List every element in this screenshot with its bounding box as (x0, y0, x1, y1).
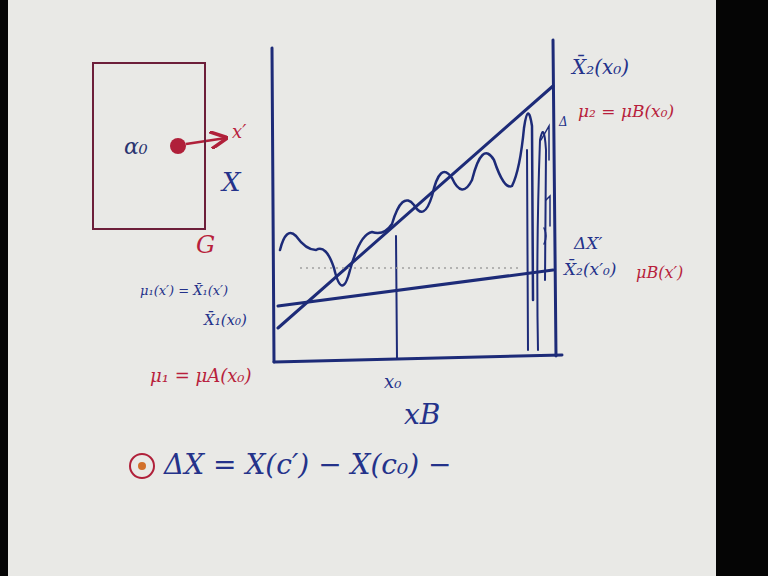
frame-bar (716, 0, 768, 576)
frame-bar (0, 0, 8, 576)
tangent-line (278, 270, 553, 306)
math-label: X̄₁(x₀) (204, 312, 247, 329)
math-label: X (222, 168, 241, 197)
math-label: X̄₂(x′₀) (564, 260, 616, 279)
logo-symbol (138, 462, 146, 470)
math-label: G (196, 232, 215, 258)
region-label: α₀ (124, 134, 204, 159)
dotted-guide (300, 267, 520, 269)
math-label: X̄₂(x₀) (572, 56, 629, 78)
tangent-line (278, 86, 553, 328)
logo-symbol (130, 454, 154, 478)
math-label: x₀ (384, 372, 401, 392)
composition-axis (274, 355, 562, 362)
move-arrow (186, 138, 226, 144)
math-label: μ₁ = μA(x₀) (150, 366, 252, 386)
math-label: μ₁(x′) = X̄₁(x′) (140, 284, 228, 298)
x0-marker (396, 236, 397, 358)
curve-spikes (527, 132, 546, 350)
math-label: xB (404, 400, 440, 431)
g-axis (272, 48, 274, 362)
particle-dot (170, 138, 186, 154)
math-label: ΔX′ (574, 234, 602, 253)
math-label: μB(x′) (636, 264, 683, 282)
math-label: μ₂ = μB(x₀) (578, 102, 674, 121)
state-box: α₀ (92, 62, 206, 230)
math-label: x′ (232, 122, 246, 142)
free-energy-curve (280, 113, 533, 300)
delta-bracket (541, 126, 550, 244)
math-label: Δ (559, 116, 568, 129)
math-label: ΔX = X(c′) − X(c₀) − (164, 450, 452, 481)
